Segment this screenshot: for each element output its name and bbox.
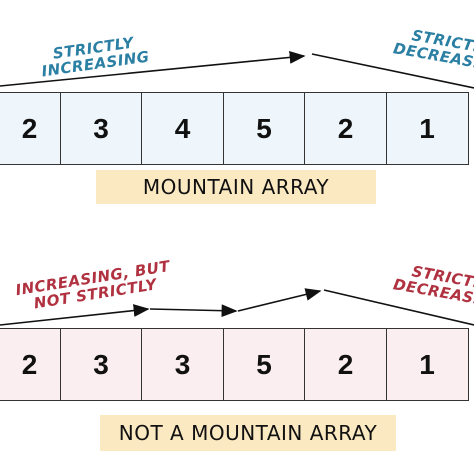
decreasing-arrow-bottom <box>323 289 474 326</box>
increasing-arrow-top <box>0 51 306 87</box>
flat-arrow-bottom <box>149 304 238 318</box>
array-cell: 2 <box>304 92 387 165</box>
array-cell: 5 <box>222 328 306 401</box>
banner-mountain-array: MOUNTAIN ARRAY <box>96 170 376 204</box>
banner-not-mountain-array: NOT A MOUNTAIN ARRAY <box>100 415 396 451</box>
array-cell: 2 <box>0 328 61 401</box>
array-cell: 3 <box>59 92 143 165</box>
array-cell: 3 <box>141 328 224 401</box>
array-cell: 2 <box>0 92 61 165</box>
array-cell: 1 <box>385 92 469 165</box>
decreasing-arrow-top <box>311 53 474 89</box>
array-cell: 5 <box>222 92 306 165</box>
array-row-not-mountain: 2 3 3 5 2 1 <box>0 328 469 401</box>
increasing-arrow-2-bottom <box>237 288 322 312</box>
array-cell: 1 <box>385 328 469 401</box>
array-cell: 3 <box>59 328 143 401</box>
array-cell: 4 <box>141 92 224 165</box>
array-row-mountain: 2 3 4 5 2 1 <box>0 92 469 165</box>
array-cell: 2 <box>304 328 387 401</box>
increasing-arrow-1-bottom <box>0 304 150 326</box>
